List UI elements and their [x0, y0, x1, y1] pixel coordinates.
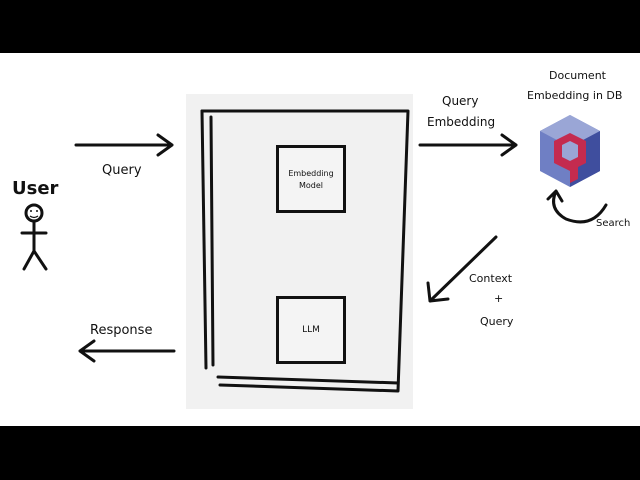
context-label-line2: + [494, 292, 504, 305]
query-in-label: Query [102, 163, 142, 178]
context-arrow [426, 235, 498, 303]
embedding-model-box: Embedding Model [276, 145, 346, 213]
search-label: Search [596, 218, 631, 229]
query-embedding-label-line2: Embedding [427, 115, 496, 129]
query-arrow [74, 133, 174, 157]
embedding-model-label-line2: Model [298, 180, 324, 190]
query-embedding-arrow [418, 133, 518, 157]
diagram-canvas: Embedding Model LLM User Query Query Emb… [0, 53, 640, 426]
user-label: User [12, 178, 59, 199]
panel-border-left [200, 109, 208, 370]
db-title-line1: Document [549, 69, 606, 82]
embedding-model-label-line1: Embedding [288, 168, 334, 178]
query-embedding-label-line1: Query [442, 94, 479, 108]
response-label: Response [90, 323, 153, 338]
context-label-line3: Query [480, 315, 514, 328]
context-label-line1: Context [469, 272, 513, 285]
db-title-line2: Embedding in DB [527, 89, 623, 102]
panel-border [200, 109, 410, 393]
search-arrow [546, 189, 608, 224]
vector-db-cube-icon [540, 115, 600, 187]
response-arrow [78, 339, 176, 363]
stick-figure-icon [20, 203, 48, 271]
llm-box: LLM [276, 296, 346, 364]
diagram-lines [20, 109, 608, 393]
llm-label: LLM [302, 325, 320, 335]
